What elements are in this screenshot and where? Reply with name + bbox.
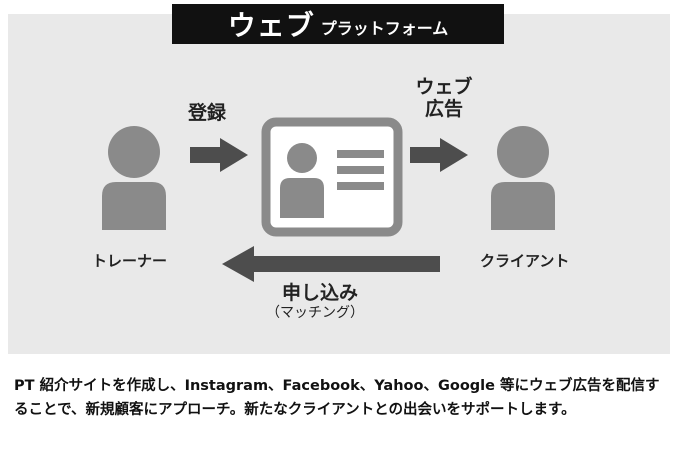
matching-label: （マッチング）: [266, 305, 364, 321]
application-arrow: [222, 246, 440, 282]
register-arrow: [190, 138, 248, 172]
web-ad-label-line2: 広告: [424, 98, 463, 120]
web-ad-label-line1: ウェブ: [415, 76, 473, 98]
profile-card-icon: [261, 117, 403, 237]
register-label: 登録: [188, 102, 227, 124]
apply-label: 申し込み: [282, 282, 359, 304]
caption-text: PT 紹介サイトを作成し、Instagram、Facebook、Yahoo、Go…: [14, 378, 660, 418]
web-ad-label: ウェブ 広告: [404, 76, 484, 120]
client-person-icon: [491, 126, 555, 230]
title-main: ウェブ: [227, 9, 315, 42]
trainer-label: トレーナー: [92, 252, 168, 270]
title-sub: プラットフォーム: [320, 19, 449, 38]
trainer-person-icon: [102, 126, 166, 230]
web-ad-arrow: [410, 138, 468, 172]
client-label: クライアント: [480, 252, 570, 270]
platform-title-bar: ウェブ プラットフォーム: [172, 4, 504, 44]
